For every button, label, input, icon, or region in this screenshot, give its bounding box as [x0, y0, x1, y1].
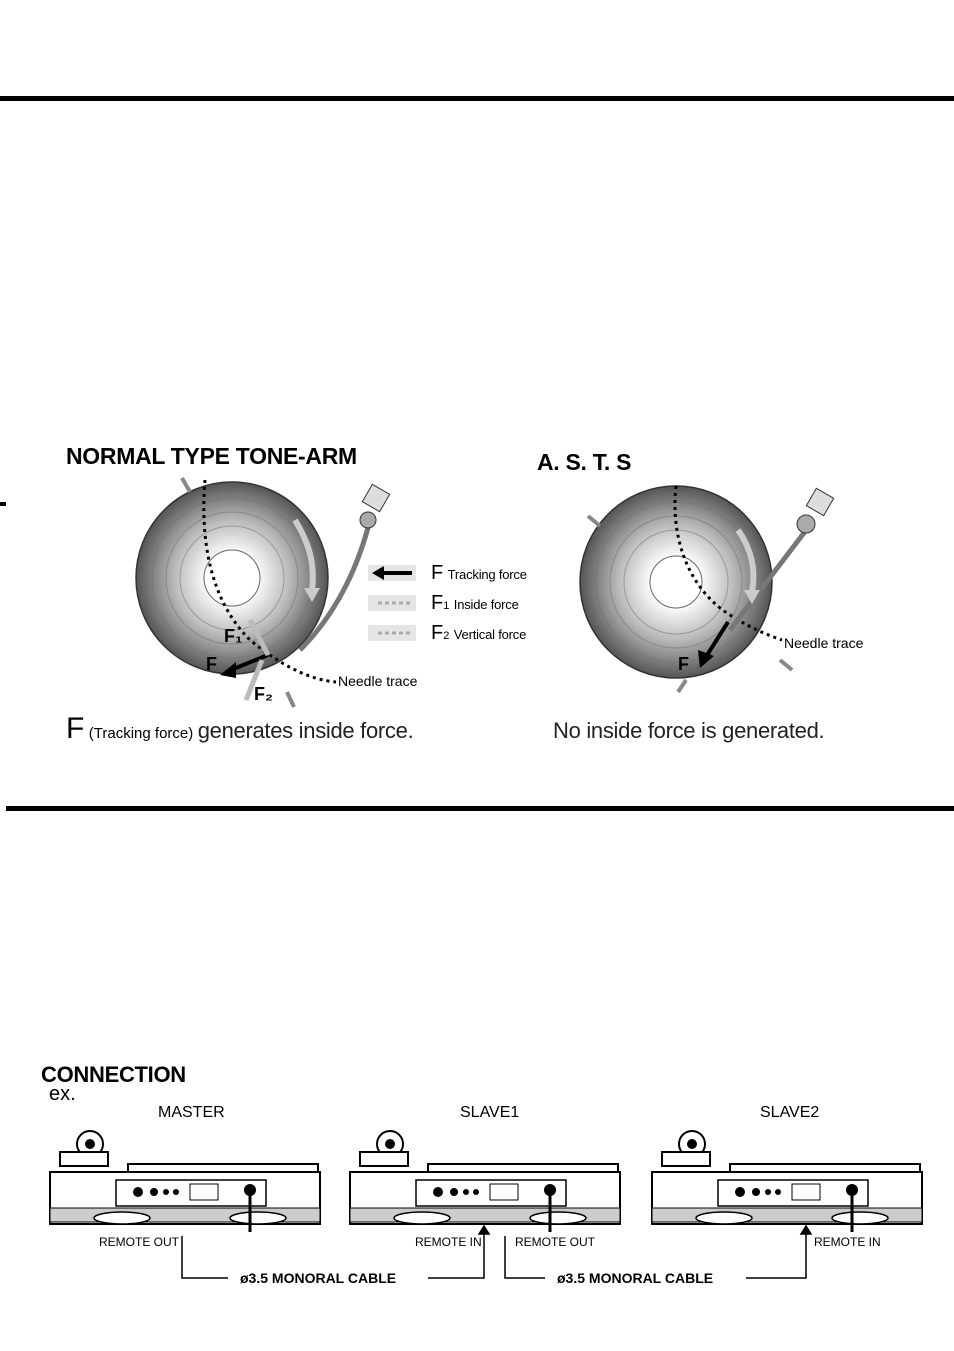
- left-tick: [0, 502, 6, 506]
- middle-rule: [6, 806, 954, 811]
- cable-label-1: ø3.5 MONORAL CABLE: [240, 1270, 397, 1286]
- unit-label-slave1: SLAVE1: [460, 1104, 520, 1121]
- normal-tonearm-title: NORMAL TYPE TONE-ARM: [66, 443, 357, 469]
- legend-item-vertical: F2 Vertical force: [431, 622, 527, 644]
- cable-label-2: ø3.5 MONORAL CABLE: [557, 1270, 714, 1286]
- normal-needle-trace-label: Needle trace: [338, 673, 418, 689]
- port-label-slave1-in: REMOTE IN: [415, 1235, 482, 1249]
- top-rule: [0, 96, 954, 101]
- asts-diagram: [579, 485, 835, 694]
- unit-label-slave2: SLAVE2: [760, 1104, 820, 1121]
- connection-title: CONNECTION: [41, 1062, 186, 1087]
- normal-label-f1: F₁: [224, 626, 243, 646]
- cable-1: [181, 1224, 491, 1279]
- asts-label-f: F: [678, 654, 689, 674]
- port-label-slave2-in: REMOTE IN: [814, 1235, 881, 1249]
- port-label-slave1-out: REMOTE OUT: [515, 1235, 595, 1249]
- turntable-master: [49, 1130, 321, 1232]
- cable-2: [504, 1224, 813, 1279]
- asts-tone-arm: [728, 487, 835, 632]
- unit-label-master: MASTER: [158, 1104, 225, 1121]
- asts-caption: No inside force is generated.: [553, 718, 825, 743]
- normal-tone-arm: [298, 483, 391, 652]
- normal-label-f2: F₂: [254, 684, 273, 704]
- connection-subtitle: ex.: [49, 1083, 76, 1105]
- turntable-slave1: [349, 1130, 621, 1232]
- turntable-slave2: [651, 1130, 923, 1232]
- legend-item-inside: F1 Inside force: [431, 592, 519, 614]
- normal-tonearm-diagram: [135, 477, 416, 708]
- legend-arrows: [368, 565, 416, 641]
- asts-needle-trace-label: Needle trace: [784, 635, 864, 651]
- normal-caption: F (Tracking force) generates inside forc…: [66, 712, 414, 745]
- normal-label-f: F: [206, 654, 217, 674]
- normal-record-disc: [135, 481, 329, 675]
- legend-item-tracking: F Tracking force: [431, 562, 527, 584]
- asts-title: A. S. T. S: [537, 449, 632, 475]
- port-label-master-out: REMOTE OUT: [99, 1235, 179, 1249]
